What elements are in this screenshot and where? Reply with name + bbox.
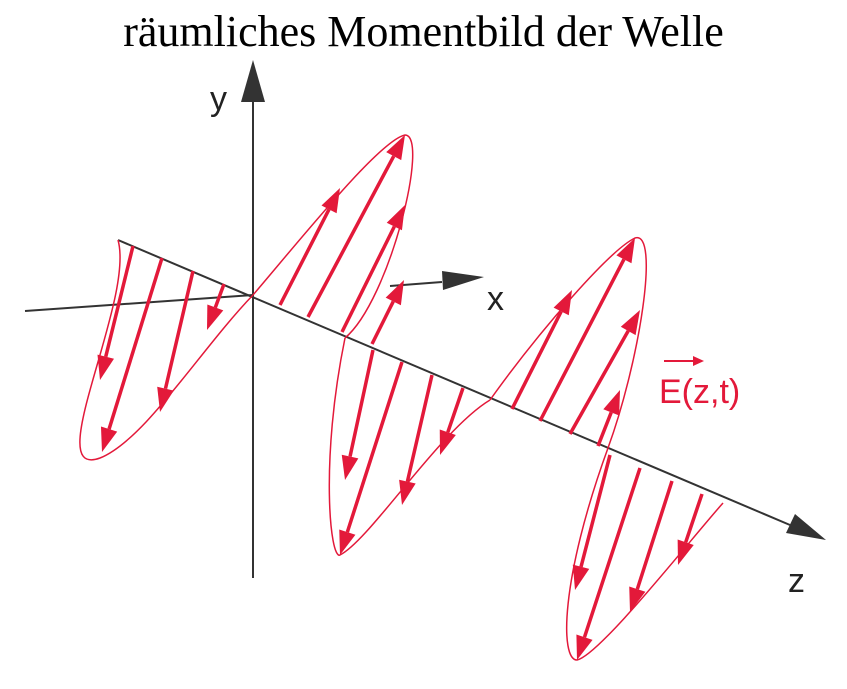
vector-3b-shaft (345, 361, 404, 533)
vector-1d-head (207, 304, 224, 330)
vector-2a-head (321, 188, 340, 214)
wave-envelope-1 (79, 239, 254, 461)
vector-5a-shaft (579, 454, 612, 568)
y-axis-label: y (210, 80, 227, 118)
field-vector-label: E(z,t) (659, 356, 740, 411)
x-axis-arrowhead (442, 271, 484, 290)
vector-3a-shaft (348, 349, 375, 457)
vector-5c-shaft (635, 480, 674, 590)
vector-3a-head (341, 454, 359, 480)
vector-4a-head (553, 290, 572, 316)
vector-3d-head (439, 429, 456, 455)
vector-5d-head (677, 539, 694, 565)
vector-4d-head (603, 390, 620, 416)
diagram-title: räumliches Momentbild der Welle (123, 7, 724, 56)
vector-1a-head (97, 354, 114, 380)
wave-envelope-5 (565, 447, 724, 661)
vector-overline-arrowhead (693, 356, 704, 366)
vector-4c-head (620, 310, 640, 336)
vector-5c-head (629, 586, 646, 612)
vector-4b-head (616, 238, 635, 264)
vector-2a-shaft (278, 208, 331, 306)
vector-5b-head (576, 634, 593, 660)
vector-5d-shaft (684, 493, 704, 543)
vector-3b-head (339, 529, 356, 555)
vector-2d-shaft (370, 300, 395, 345)
vector-2c-head (386, 205, 405, 231)
z-axis (117, 239, 791, 526)
wave-envelope-4 (489, 237, 648, 449)
vector-5a-head (572, 564, 590, 590)
vector-4d-shaft (596, 411, 613, 447)
vector-1d-shaft (213, 283, 226, 309)
vector-1b-shaft (107, 257, 164, 430)
vector-3c-head (399, 479, 416, 505)
field-vectors (79, 134, 724, 661)
vector-1c-head (157, 386, 174, 412)
vector-1a-shaft (104, 245, 135, 358)
vector-4b-shaft (538, 258, 626, 422)
x-axis (24, 294, 254, 312)
z-axis-label: z (788, 562, 805, 600)
z-axis-arrowhead (786, 514, 826, 540)
vector-2c-shaft (340, 225, 396, 333)
vector-1b-head (100, 426, 118, 452)
y-axis-arrowhead (241, 60, 265, 102)
vector-4c-shaft (568, 330, 630, 435)
vector-4a-shaft (510, 310, 563, 410)
vector-1c-shaft (163, 270, 195, 390)
vector-2d-head (385, 280, 404, 306)
wave-envelope-3 (328, 337, 491, 556)
vector-3d-shaft (446, 387, 465, 433)
field-label: E(z,t) (659, 373, 740, 411)
vector-2b-shaft (306, 155, 396, 318)
x-axis-label: x (487, 280, 504, 318)
x-axis-continuation (389, 281, 443, 287)
vector-3c-shaft (405, 374, 434, 483)
vector-2b-head (386, 135, 405, 161)
vector-5b-shaft (582, 467, 642, 638)
